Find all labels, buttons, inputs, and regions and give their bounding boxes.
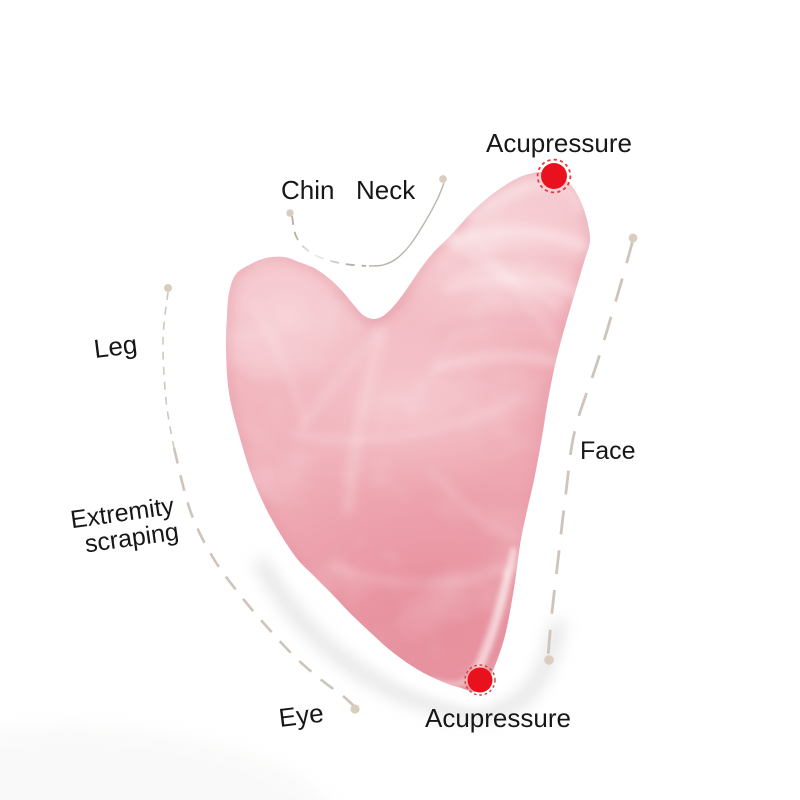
svg-text:Eye: Eye — [277, 698, 325, 733]
svg-text:Leg: Leg — [92, 329, 139, 364]
svg-text:Face: Face — [580, 437, 636, 465]
svg-text:Neck: Neck — [356, 175, 416, 205]
svg-text:Chin: Chin — [281, 175, 334, 205]
svg-text:Acupressure: Acupressure — [425, 703, 571, 733]
svg-text:Acupressure: Acupressure — [486, 128, 632, 158]
